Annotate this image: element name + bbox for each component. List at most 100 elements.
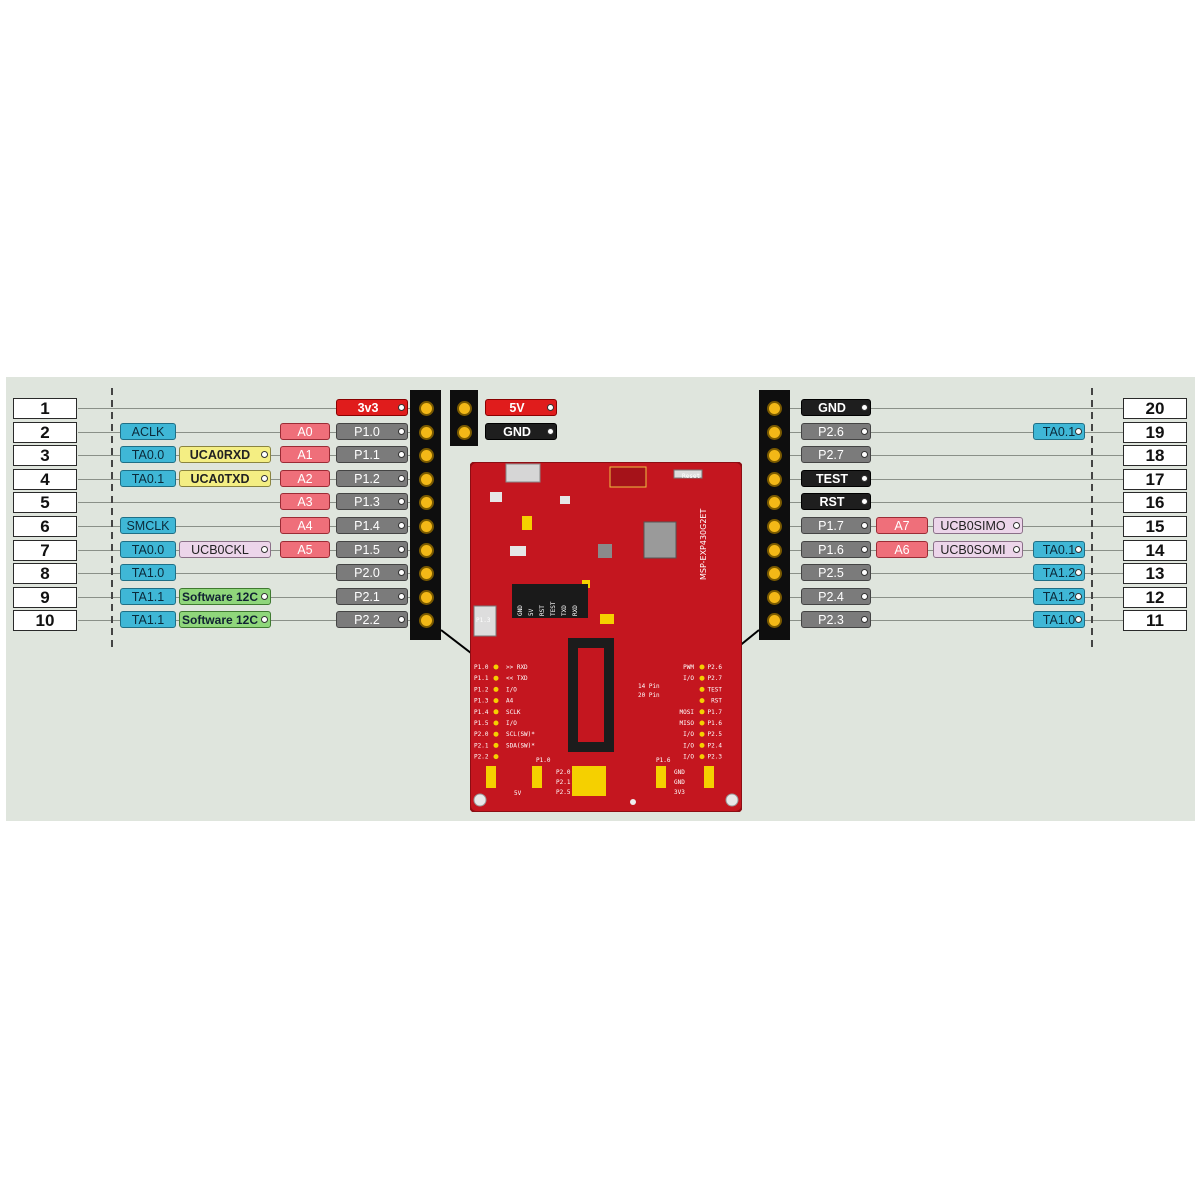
pin-number-box: 2 (13, 422, 77, 443)
function-label: UCB0SOMI (933, 541, 1023, 558)
header-pin (419, 448, 434, 463)
pin-number-box: 12 (1123, 587, 1187, 608)
board-pin-label: P1.1 (474, 675, 489, 682)
function-label: A5 (280, 541, 330, 558)
board-pin-function: I/O (683, 731, 694, 738)
pin-label-p1-0: P1.0 (336, 423, 408, 440)
pin-label-p1-4: P1.4 (336, 517, 408, 534)
header-pin (419, 613, 434, 628)
row-line (790, 620, 1124, 621)
function-label: UCA0RXD (179, 446, 271, 463)
board-pin-function: I/O (683, 754, 694, 761)
board-pin-label: P2.5 (708, 731, 723, 738)
jumper-label: GND (517, 605, 524, 616)
header-pin (767, 401, 782, 416)
board-pin-label: P2.1 (474, 742, 489, 749)
function-label: TA0.0 (120, 446, 176, 463)
row-line (790, 408, 1124, 409)
board-pin-function: SCLK (506, 709, 521, 716)
header-pin (457, 401, 472, 416)
header-pin (767, 448, 782, 463)
board-pin-label: P2.4 (708, 742, 723, 749)
header-pin (767, 543, 782, 558)
reset-label: Reset (682, 473, 700, 480)
board-pin-label: P1.7 (708, 709, 723, 716)
pin-number-box: 16 (1123, 492, 1187, 513)
pin-label-rst: RST (801, 493, 871, 510)
function-label: A2 (280, 470, 330, 487)
pin-number-box: 18 (1123, 445, 1187, 466)
header-pin (419, 401, 434, 416)
debug-connector (609, 466, 647, 488)
board-pin-label: P2.5 (556, 789, 571, 796)
debug-mcu-chip (643, 521, 677, 559)
board-pin-function: I/O (506, 720, 517, 727)
reset-button (673, 469, 703, 479)
pin-label-p1-3: P1.3 (336, 493, 408, 510)
board-pin-label: P1.5 (474, 720, 489, 727)
pin-label-p2-7: P2.7 (801, 446, 871, 463)
board-pin-function: MOSI (680, 709, 695, 716)
board-pin-function: SDA(SW)* (506, 742, 535, 749)
board-model-label: MSP-EXP430G2ET (699, 509, 708, 580)
function-label: TA0.1 (1033, 423, 1085, 440)
pin-number-box: 9 (13, 587, 77, 608)
pin-number-box: 13 (1123, 563, 1187, 584)
pin-label-3v3: 3v3 (336, 399, 408, 416)
function-label: TA0.1 (1033, 541, 1085, 558)
board-pin-label: P2.1 (556, 779, 571, 786)
jumper-label: RST (539, 605, 546, 616)
board-pin-label: RST (711, 698, 722, 705)
led-label: P1.6 (656, 757, 671, 764)
function-label: A4 (280, 517, 330, 534)
led-label: P1.3 (476, 617, 491, 624)
row-line (78, 573, 410, 574)
header-pin (457, 425, 472, 440)
pin-number-box: 17 (1123, 469, 1187, 490)
jumper-label: 5V (528, 608, 535, 616)
board-pin-function: I/O (683, 742, 694, 749)
function-label: UCB0CKL (179, 541, 271, 558)
function-label: A0 (280, 423, 330, 440)
pin-number-box: 8 (13, 563, 77, 584)
pin-number-box: 10 (13, 610, 77, 631)
pin-label-gnd: GND (801, 399, 871, 416)
pin-label-test: TEST (801, 470, 871, 487)
function-label: Software 12C (179, 588, 271, 605)
header-pin (419, 519, 434, 534)
board-pin-label: P2.7 (708, 675, 723, 682)
power-5v-pill: 5V (485, 399, 557, 416)
pin-label-p2-5: P2.5 (801, 564, 871, 581)
board-pin-label: P1.6 (708, 720, 723, 727)
row-line (78, 432, 410, 433)
function-label: A1 (280, 446, 330, 463)
function-label: TA1.0 (120, 564, 176, 581)
jumper-label: RXD (572, 605, 579, 616)
board-pin-label: P1.3 (474, 698, 489, 705)
header-pin (767, 590, 782, 605)
socket-size-label: 14 Pin (638, 683, 660, 690)
board-pin-function: I/O (506, 686, 517, 693)
led-label: P1.0 (536, 757, 551, 764)
pin-number-box: 5 (13, 492, 77, 513)
board-pin-label: P2.0 (474, 731, 489, 738)
pin-label-p2-6: P2.6 (801, 423, 871, 440)
header-pin (767, 472, 782, 487)
pin-label-p2-3: P2.3 (801, 611, 871, 628)
row-line (790, 432, 1124, 433)
usb-connector (505, 463, 541, 483)
board-pin-label: TEST (708, 686, 723, 693)
header-pin (767, 519, 782, 534)
board-power-label: GND (674, 769, 685, 776)
board-pin-function: SCL(SW)* (506, 731, 535, 738)
pin-number-box: 14 (1123, 540, 1187, 561)
board-pin-label: P1.0 (474, 664, 489, 671)
row-line (790, 455, 1124, 456)
function-label: TA0.0 (120, 541, 176, 558)
pin-label-p1-7: P1.7 (801, 517, 871, 534)
pin-label-p1-5: P1.5 (336, 541, 408, 558)
header-pin (419, 495, 434, 510)
function-label: TA1.0 (1033, 611, 1085, 628)
function-label: Software 12C (179, 611, 271, 628)
